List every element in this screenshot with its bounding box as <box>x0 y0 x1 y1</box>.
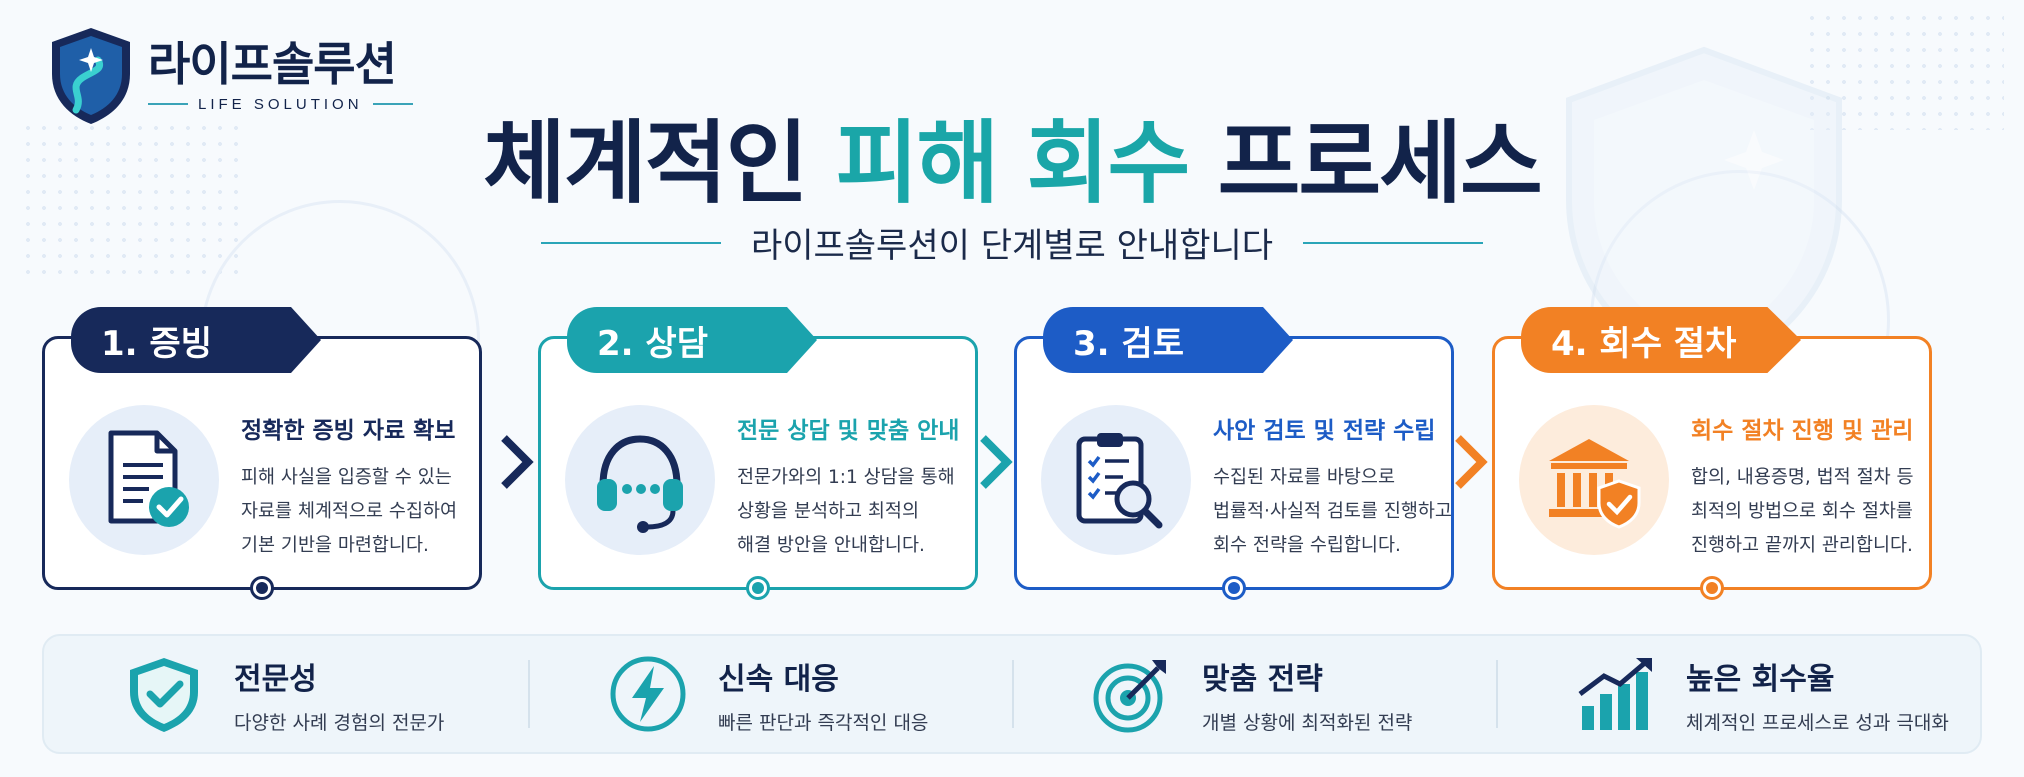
step-4-line: 진행하고 끝까지 관리합니다. <box>1691 535 1913 556</box>
step-4-line: 합의, 내용증명, 법적 절차 등 <box>1691 467 1914 488</box>
background-dots <box>20 120 240 280</box>
step-card-3: 3. 검토 사안 검토 및 전략 수립 수집된 자료를 바탕으로 법률적·사실적… <box>1014 307 1454 600</box>
step-2-line: 상황을 분석하고 최적의 <box>737 501 919 522</box>
logo-subtitle: LIFE SOLUTION <box>198 95 363 113</box>
chevron-right-icon <box>501 435 534 489</box>
step-tab-4: 4. 회수 절차 <box>1521 307 1801 373</box>
step-card-4: 4. 회수 절차 회수 절차 진행 및 관리 합의, 내용증명, 법적 절차 등… <box>1492 307 1932 600</box>
step-tab-3: 3. 검토 <box>1043 307 1293 373</box>
headset-icon <box>597 435 683 533</box>
growth-chart-icon <box>1578 658 1652 730</box>
page-title: 체계적인 피해 회수 프로세스 <box>0 90 2024 220</box>
logo: 라이프솔루션 LIFE SOLUTION <box>48 26 413 126</box>
feature-title: 맞춤 전략 <box>1202 661 1323 697</box>
step-dot-1 <box>250 576 274 600</box>
step-3-line: 법률적·사실적 검토를 진행하고 <box>1213 501 1452 522</box>
subtitle: 라이프솔루션이 단계별로 안내합니다 <box>0 218 2024 267</box>
step-1-line: 자료를 체계적으로 수집하여 <box>241 501 458 522</box>
step-1-line: 기본 기반을 마련합니다. <box>241 535 429 556</box>
logo-shield-icon <box>52 28 130 124</box>
step-4-line: 최적의 방법으로 회수 절차를 <box>1691 501 1913 522</box>
title-part-1: 체계적인 <box>483 111 808 216</box>
lightning-icon <box>610 656 686 732</box>
feature-title: 높은 회수율 <box>1686 661 1835 697</box>
shield-check-icon <box>130 658 198 732</box>
step-3-line: 회수 전략을 수립합니다. <box>1213 535 1401 556</box>
logo-name: 라이프솔루션 <box>148 37 397 92</box>
title-part-2: 프로세스 <box>1217 111 1543 216</box>
feature-item: 전문성 다양한 사례 경험의 전문가 <box>44 636 528 752</box>
step-heading-4: 회수 절차 진행 및 관리 <box>1691 418 1914 444</box>
features-bar: 전문성 다양한 사례 경험의 전문가 신속 대응 빠른 판단과 즉각적인 대응 <box>42 634 1982 754</box>
step-heading-1: 정확한 증빙 자료 확보 <box>241 418 456 444</box>
background-shield-icon <box>1566 46 1842 379</box>
step-card-1: 1. 증빙 정확한 증빙 자료 확보 피해 사실을 입증할 수 있는 자료를 체… <box>42 307 482 600</box>
chevron-right-icon <box>1455 435 1488 489</box>
step-heading-2: 전문 상담 및 맞춤 안내 <box>737 418 960 444</box>
step-dot-3 <box>1222 576 1246 600</box>
step-heading-3: 사안 검토 및 전략 수립 <box>1213 418 1436 444</box>
feature-item: 신속 대응 빠른 판단과 즉각적인 대응 <box>528 636 1012 752</box>
title-accent: 피해 회수 <box>835 111 1191 216</box>
feature-item: 맞춤 전략 개별 상황에 최적화된 전략 <box>1012 636 1496 752</box>
feature-title: 신속 대응 <box>718 661 839 697</box>
step-2-line: 해결 방안을 안내합니다. <box>737 535 925 556</box>
subtitle-text: 라이프솔루션이 단계별로 안내합니다 <box>750 226 1274 266</box>
step-card-2: 2. 상담 전문 상담 및 맞춤 안내 전문가와의 1:1 상담을 통해 상황을… <box>538 307 978 600</box>
bank-shield-icon <box>1549 439 1641 529</box>
step-dot-4 <box>1700 576 1724 600</box>
feature-title: 전문성 <box>234 661 317 697</box>
feature-desc: 개별 상황에 최적화된 전략 <box>1202 711 1413 734</box>
step-1-line: 피해 사실을 입증할 수 있는 <box>241 467 452 488</box>
step-3-line: 수집된 자료를 바탕으로 <box>1213 467 1395 488</box>
step-tab-2: 2. 상담 <box>567 307 817 373</box>
target-icon <box>1093 660 1166 733</box>
feature-item: 높은 회수율 체계적인 프로세스로 성과 극대화 <box>1496 636 1980 752</box>
document-check-icon <box>108 430 189 527</box>
feature-desc: 빠른 판단과 즉각적인 대응 <box>718 711 929 734</box>
feature-desc: 체계적인 프로세스로 성과 극대화 <box>1686 711 1949 734</box>
feature-desc: 다양한 사례 경험의 전문가 <box>234 711 445 734</box>
step-2-line: 전문가와의 1:1 상담을 통해 <box>737 467 955 488</box>
background-dots <box>1804 10 2004 130</box>
chevron-right-icon <box>980 435 1013 489</box>
clipboard-search-icon <box>1076 433 1163 529</box>
step-dot-2 <box>746 576 770 600</box>
step-tab-1: 1. 증빙 <box>71 307 321 373</box>
